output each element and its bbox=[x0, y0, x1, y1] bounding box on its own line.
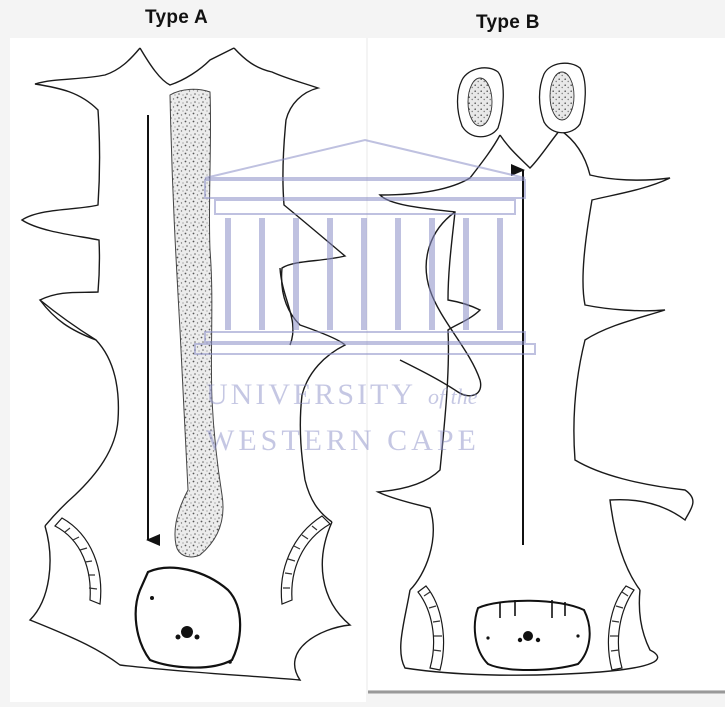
type-a-label: Type A bbox=[145, 7, 208, 29]
type-b-terminal-left bbox=[458, 68, 504, 137]
type-b-terminal-right bbox=[540, 63, 586, 133]
type-b-label: Type B bbox=[476, 12, 540, 34]
type-b-nucleus bbox=[475, 600, 590, 670]
watermark-line2: WESTERN CAPE bbox=[206, 424, 480, 457]
watermark-line1: UNIVERSITY bbox=[206, 378, 416, 411]
watermark-line1-suffix: of the bbox=[428, 384, 478, 409]
